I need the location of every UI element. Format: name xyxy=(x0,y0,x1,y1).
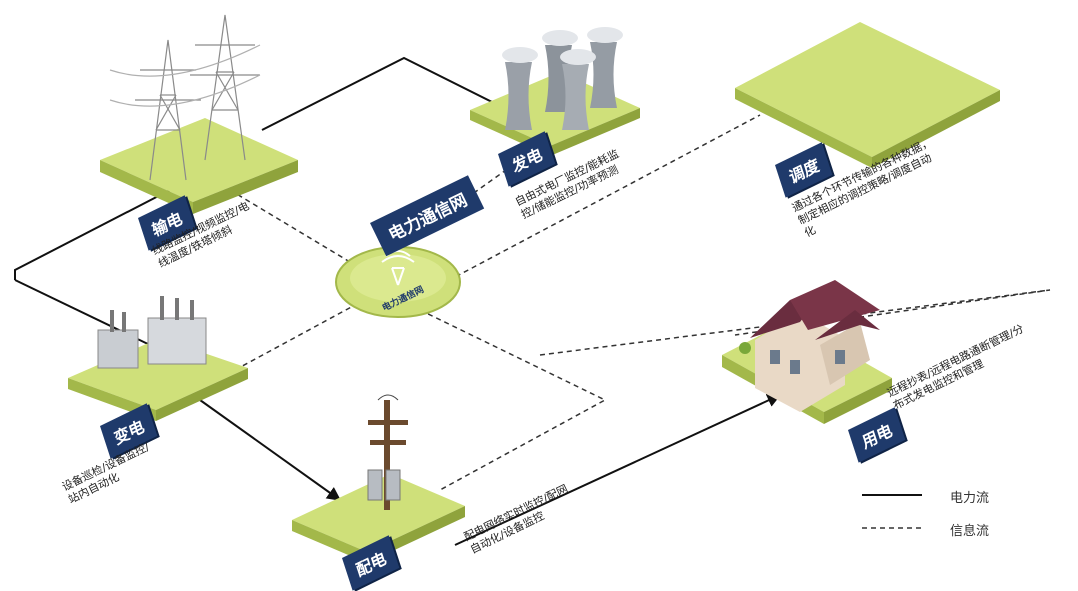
utility-pole-icon xyxy=(367,394,408,510)
legend-power-label: 电力流 xyxy=(950,491,990,506)
transformer-icon xyxy=(97,296,207,369)
legend-info: 信息流 xyxy=(950,520,989,539)
power-line-distribution-consumption xyxy=(454,393,782,546)
house-icon xyxy=(739,280,880,412)
platform-transmission xyxy=(100,118,298,214)
info-line-hub-south xyxy=(419,309,607,491)
power-line-transmission-generation xyxy=(261,56,529,131)
info-line-consumption xyxy=(539,289,1051,356)
power-line-substation-distribution xyxy=(199,399,342,501)
hub-node xyxy=(335,246,461,318)
cooling-towers-icon xyxy=(502,27,623,130)
info-line-substation xyxy=(234,304,356,371)
platforms xyxy=(68,22,1000,563)
transmission-tower-icon xyxy=(109,14,261,181)
legend-power: 电力流 xyxy=(950,487,989,506)
info-line-transmission xyxy=(229,189,356,266)
info-line-dispatch xyxy=(439,114,761,286)
platform-dispatch xyxy=(735,22,1000,168)
power-line-transmission-west xyxy=(14,189,171,280)
power-flow-lines xyxy=(14,56,782,546)
legend-info-label: 信息流 xyxy=(950,524,990,539)
